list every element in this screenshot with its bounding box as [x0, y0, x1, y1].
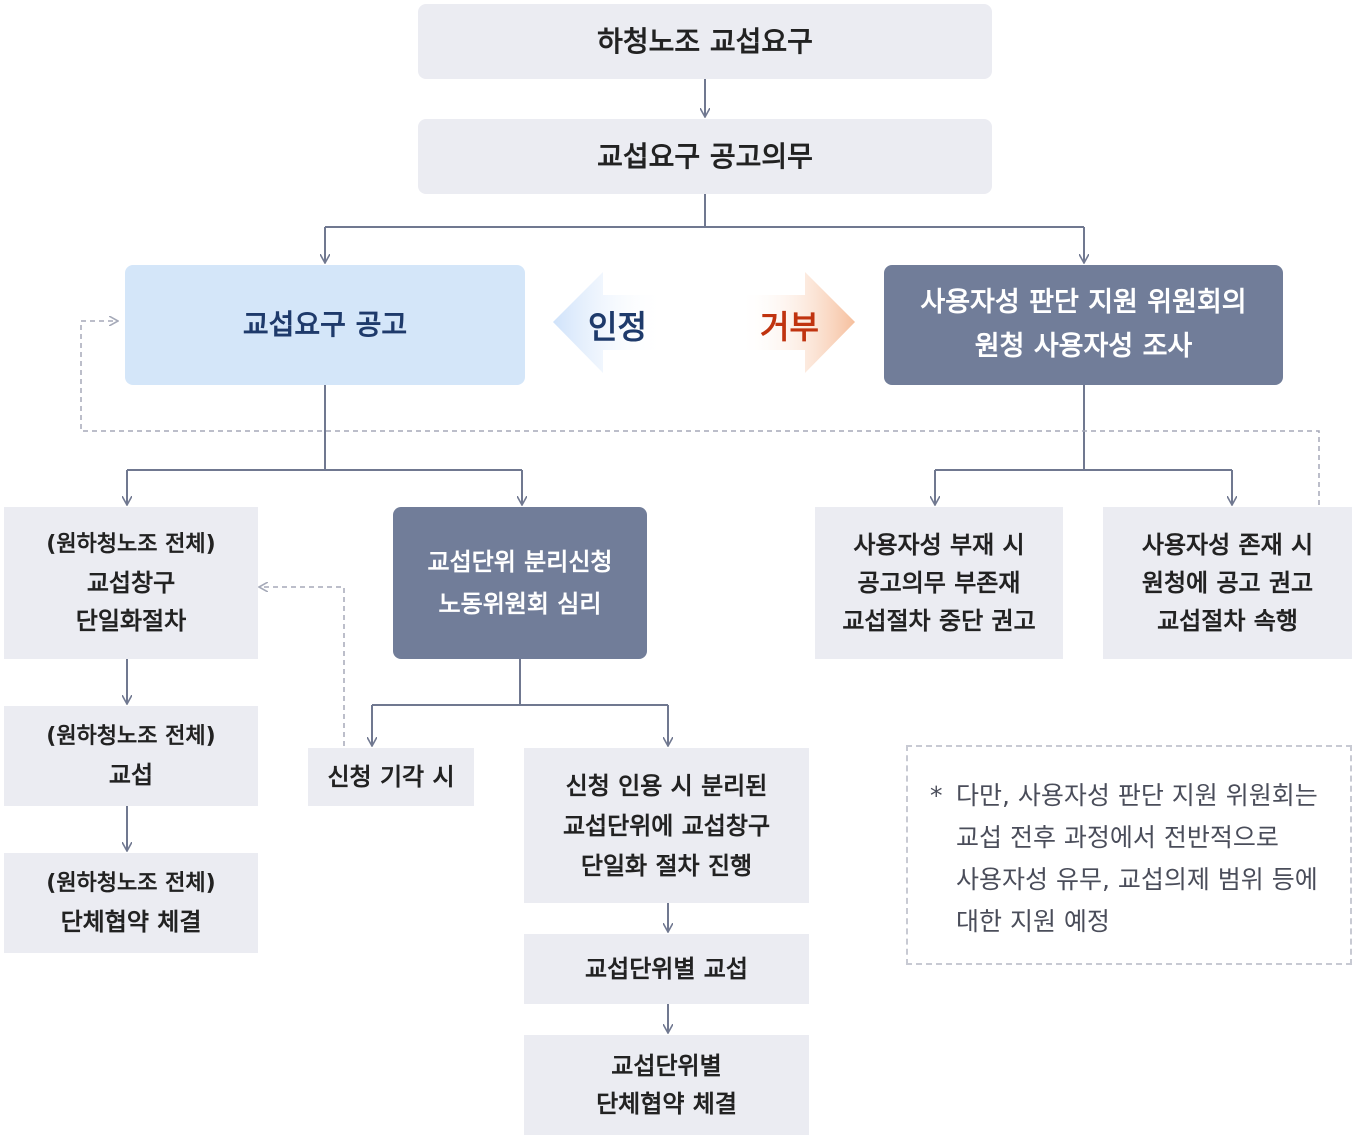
label: 교섭단위별 교섭	[585, 955, 748, 983]
label: 원청 사용자성 조사	[974, 331, 1193, 362]
label: (원하청노조 전체)	[46, 532, 216, 557]
label: 노동위원회 심리	[438, 590, 602, 618]
note-line: 다만, 사용자성 판단 지원 위원회는	[956, 781, 1318, 810]
reject-label: 거부	[760, 308, 819, 346]
agreement-box: (원하청노조 전체) 단체협약 체결	[4, 853, 258, 953]
label: 원청에 공고 권고	[1141, 569, 1314, 597]
accept-label: 인정	[588, 308, 647, 346]
label: 단일화절차	[75, 607, 187, 635]
note-line: 사용자성 유무, 교섭의제 범위 등에	[956, 865, 1318, 894]
label: 사용자성 판단 지원 위원회의	[920, 287, 1247, 318]
label: 단체협약 체결	[596, 1090, 737, 1118]
accept-arrow	[553, 272, 665, 373]
note-line: 대한 지원 예정	[956, 907, 1110, 936]
label: 교섭	[108, 761, 154, 789]
notice-duty-box: 교섭요구 공고의무	[418, 119, 992, 194]
unit-bargain-box: 교섭단위별 교섭	[524, 934, 809, 1004]
label: (원하청노조 전체)	[46, 724, 216, 749]
dismissed-box: 신청 기각 시	[308, 748, 474, 806]
label: (원하청노조 전체)	[46, 871, 216, 896]
label: 교섭창구	[86, 569, 176, 597]
label: 하청노조 교섭요구	[597, 24, 813, 58]
label: 교섭단위에 교섭창구	[562, 811, 771, 840]
label: 단일화 절차 진행	[580, 851, 753, 880]
note-line: 교섭 전후 과정에서 전반적으로	[956, 823, 1279, 852]
label: 사용자성 부재 시	[853, 531, 1025, 559]
bargain-box: (원하청노조 전체) 교섭	[4, 706, 258, 806]
footnote-box: * 다만, 사용자성 판단 지원 위원회는 교섭 전후 과정에서 전반적으로 사…	[906, 745, 1352, 965]
label: 단체협약 체결	[60, 908, 202, 936]
label: 교섭요구 공고의무	[597, 139, 813, 173]
label: 교섭단위별	[611, 1052, 722, 1080]
label: 신청 인용 시 분리된	[565, 771, 768, 800]
label: 신청 기각 시	[327, 763, 455, 791]
label: 교섭단위 분리신청	[427, 548, 613, 576]
label: 공고의무 부존재	[857, 569, 1021, 597]
label: 교섭절차 속행	[1157, 607, 1298, 635]
announce-box: 교섭요구 공고	[125, 265, 525, 385]
label: 사용자성 존재 시	[1141, 531, 1314, 559]
union-demand-box: 하청노조 교섭요구	[418, 4, 992, 79]
label: 교섭절차 중단 권고	[842, 607, 1036, 635]
label: 교섭요구 공고	[242, 308, 408, 341]
reject-arrow	[740, 272, 855, 373]
asterisk: *	[930, 781, 943, 810]
